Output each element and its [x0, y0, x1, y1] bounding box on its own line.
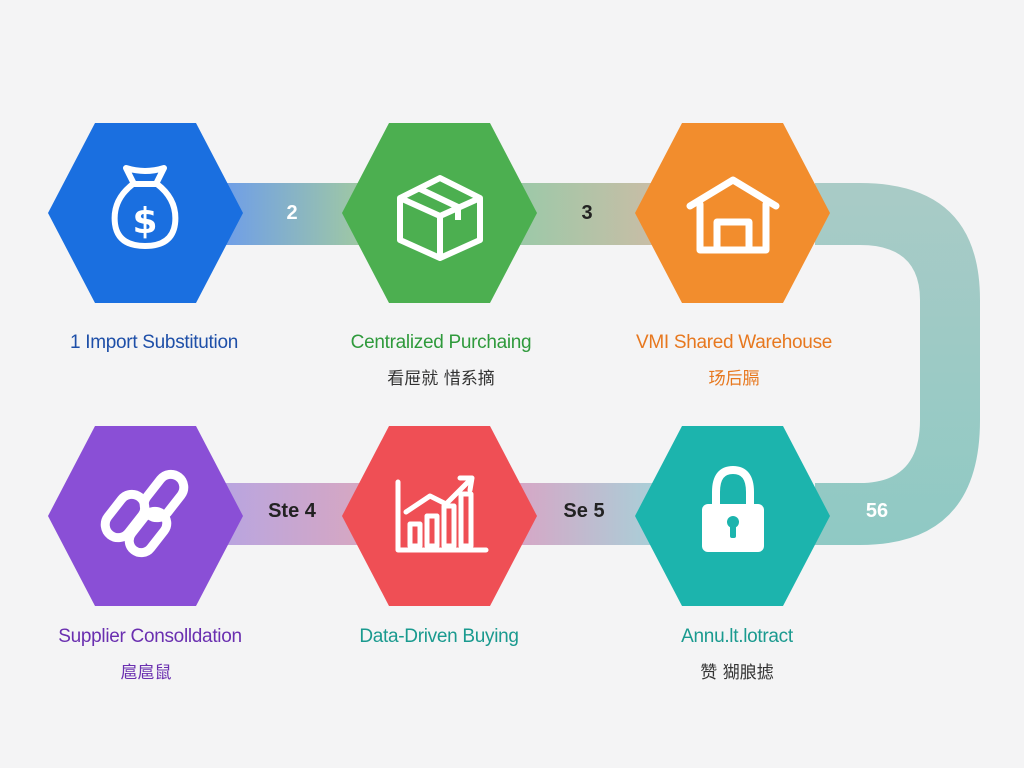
- step-3-hexagon: [635, 123, 830, 303]
- connector-label-2: 2: [286, 202, 298, 224]
- connector-band-5-6: [520, 483, 655, 545]
- connector-label-3: 3: [581, 202, 593, 224]
- connector-label-5: Se 5: [563, 500, 605, 522]
- step-6-subtitle: 赞 猢朖摅: [700, 663, 774, 683]
- step-2-title: Centralized Purchaing: [350, 332, 532, 353]
- connector-curve-3-6: [815, 183, 980, 545]
- step-3-title: VMI Shared Warehouse: [635, 332, 833, 353]
- step-4-title: Supplier Consolldation: [58, 626, 242, 647]
- step-1-hexagon: [48, 123, 243, 303]
- step-3-subtitle: 玚后膈: [708, 369, 760, 389]
- warehouse-icon: [686, 176, 780, 254]
- step-6-title: Annu.lt.lotract: [681, 626, 793, 647]
- connector-band-2-3: [520, 183, 655, 245]
- step-1-title: 1 Import Substitution: [70, 332, 238, 353]
- connector-label-4: Ste 4: [268, 500, 316, 522]
- connector-label-6: 56: [865, 500, 889, 522]
- connector-band-1-2: [225, 183, 360, 245]
- step-5-title: Data-Driven Buying: [359, 626, 519, 647]
- chain-link-icon: [100, 469, 189, 558]
- svg-text:$: $: [132, 201, 157, 242]
- bar-chart-icon: [395, 475, 489, 553]
- connector-band-4-5: [225, 483, 360, 545]
- box-icon: [397, 175, 483, 261]
- padlock-icon: [702, 465, 764, 552]
- step-4-subtitle: 扈扈鼠: [120, 663, 172, 683]
- money-bag-icon: $: [111, 165, 179, 249]
- step-2-subtitle: 看屉就 惜系摘: [387, 369, 495, 389]
